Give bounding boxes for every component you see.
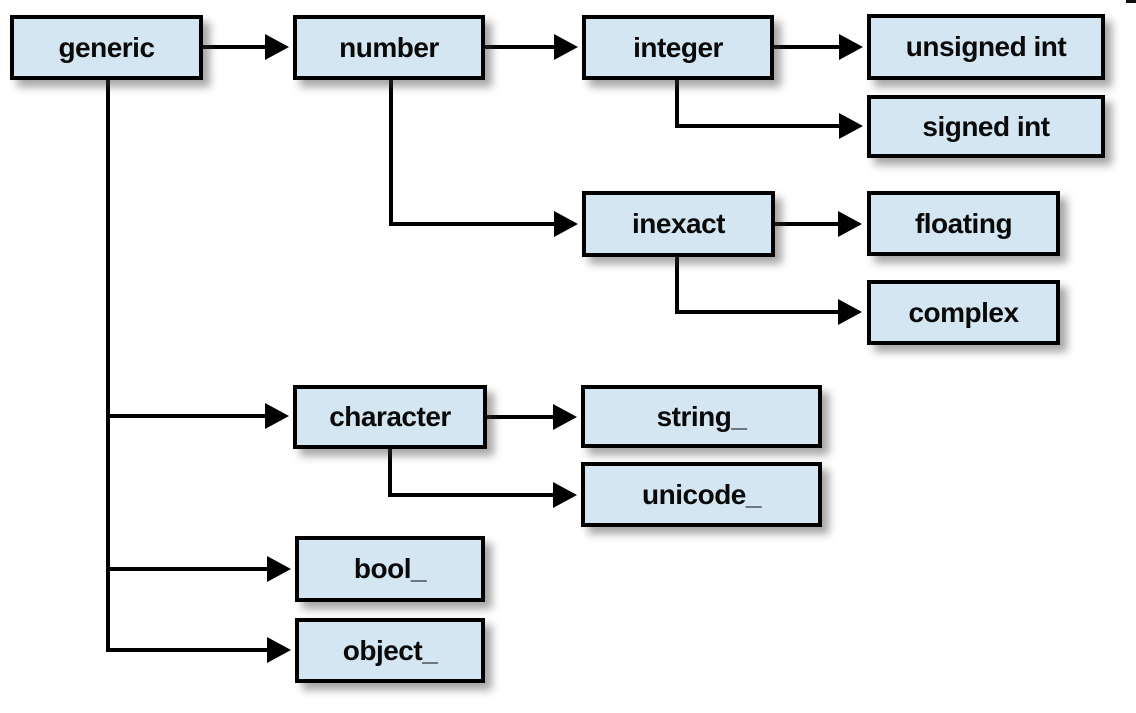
node-inexact: inexact [582,191,775,257]
node-number: number [293,15,485,80]
node-label: inexact [632,208,726,239]
arrowhead-icon [265,34,289,60]
arrowhead-icon [267,556,291,582]
node-label: complex [908,296,1019,328]
node-label: object_ [342,634,438,666]
node-label: unicode_ [642,478,761,510]
arrowhead-icon [838,299,862,325]
arrowhead-icon [265,403,289,429]
node-label: unsigned int [905,31,1067,62]
arrowhead-icon [554,34,578,60]
edge-inexact-to-complex [675,257,838,314]
arrowhead-icon [553,482,577,508]
node-unicode: unicode_ [581,462,822,527]
arrowhead-icon [839,113,863,139]
edge-character-to-unicode [388,449,553,497]
node-signed-int: signed int [867,95,1105,158]
edge-integer-to-signed-int [675,80,839,128]
node-label: bool_ [353,553,427,584]
node-generic: generic [10,15,203,80]
node-floating: floating [867,191,1060,256]
edge-generic-to-object [106,80,267,652]
node-label: character [329,401,451,432]
arrowhead-icon [267,637,291,663]
arrowhead-icon [553,404,577,430]
node-label: string_ [656,400,747,432]
node-integer: integer [582,15,774,80]
node-complex: complex [867,280,1060,345]
node-unsigned-int: unsigned int [867,14,1105,80]
arrowhead-icon [839,34,863,60]
node-bool: bool_ [295,536,485,602]
arrowhead-icon [838,211,862,237]
edge-number-to-inexact [389,80,554,226]
arrowhead-icon [554,211,578,237]
node-label: number [339,31,439,63]
edge-generic-to-bool [106,80,267,571]
edge-generic-to-character [106,80,265,418]
node-label: integer [633,31,723,63]
node-character: character [293,385,487,449]
node-label: generic [58,31,155,63]
node-string: string_ [581,385,822,448]
node-label: signed int [922,110,1050,142]
node-object: object_ [295,618,485,683]
scan-artifact [1126,0,1136,3]
node-label: floating [914,207,1013,239]
